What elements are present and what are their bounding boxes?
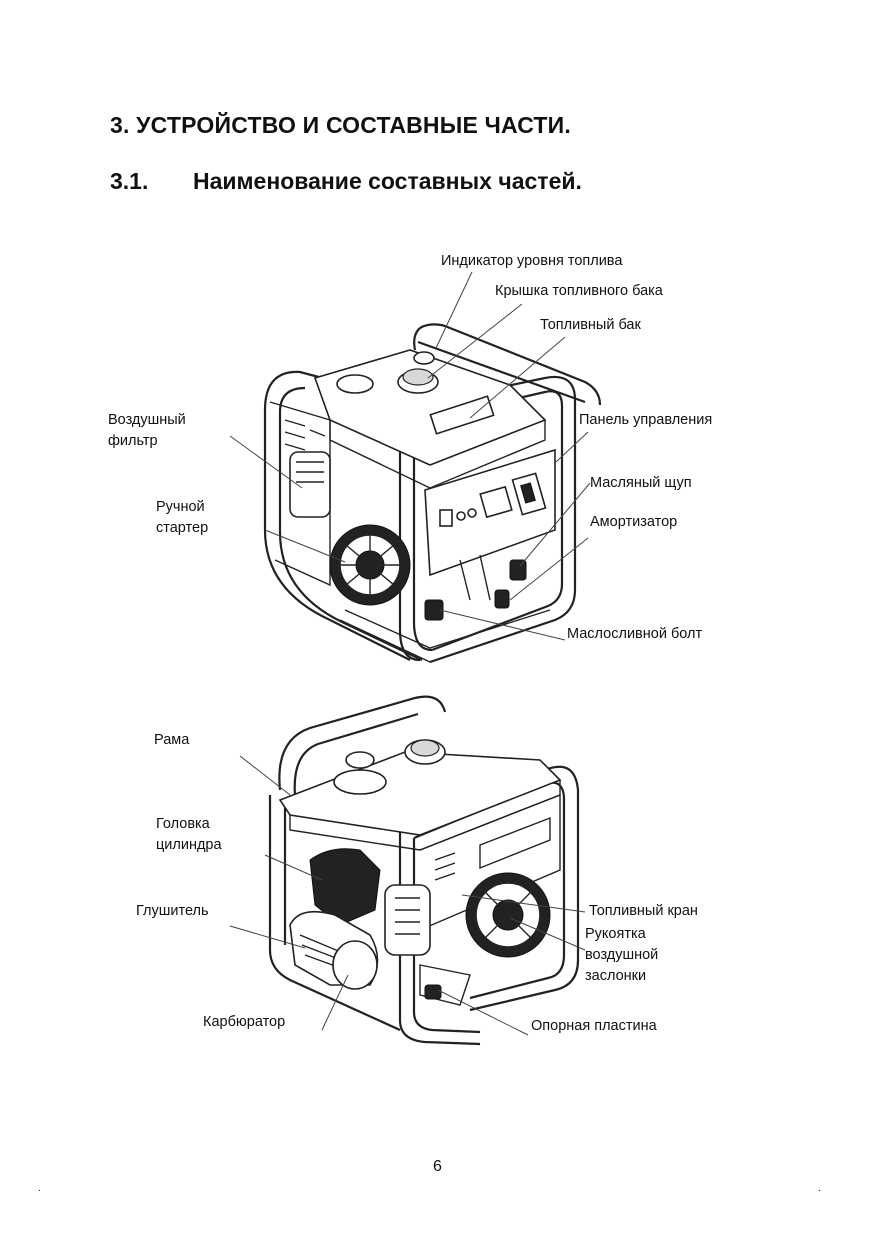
label-cylinder-head-line2: цилиндра [156, 837, 222, 853]
page-number: 6 [433, 1158, 442, 1175]
label-oil-dipstick: Масляный щуп [590, 475, 692, 491]
label-manual-starter-line2: стартер [156, 520, 209, 536]
label-choke-lever-line1: Рукоятка [585, 926, 646, 942]
label-control-panel: Панель управления [579, 412, 713, 428]
label-cylinder-head-line1: Головка [156, 816, 210, 832]
label-manual-starter-line1: Ручной [156, 499, 205, 515]
label-carburetor: Карбюратор [203, 1014, 286, 1030]
section-heading: 3. УСТРОЙСТВО И СОСТАВНЫЕ ЧАСТИ. [110, 112, 571, 138]
bottom-generator-drawing [268, 695, 580, 1046]
label-air-filter-line1: Воздушный [108, 412, 186, 428]
label-shock-absorber: Амортизатор [590, 514, 678, 530]
label-choke-lever-line3: заслонки [585, 968, 647, 984]
label-air-filter-line2: фильтр [108, 433, 158, 449]
leader-lines-top [229, 271, 591, 641]
top-generator-drawing [263, 323, 602, 664]
leader-lines-bottom [229, 755, 586, 1036]
label-oil-drain-bolt: Маслосливной болт [567, 626, 703, 642]
label-fuel-valve: Топливный кран [589, 903, 698, 919]
subsection-title: Наименование составных частей. [193, 168, 582, 194]
footer-mark-right: . [818, 1183, 821, 1194]
subsection-number: 3.1. [110, 168, 149, 194]
label-muffler: Глушитель [136, 903, 209, 919]
label-choke-lever-line2: воздушной [585, 947, 659, 963]
label-fuel-tank: Топливный бак [540, 317, 641, 333]
label-support-plate: Опорная пластина [531, 1018, 657, 1034]
label-fuel-tank-cap: Крышка топливного бака [495, 283, 663, 299]
label-fuel-level-indicator: Индикатор уровня топлива [441, 253, 623, 269]
label-frame: Рама [154, 732, 190, 748]
footer-mark-left: . [38, 1183, 41, 1194]
